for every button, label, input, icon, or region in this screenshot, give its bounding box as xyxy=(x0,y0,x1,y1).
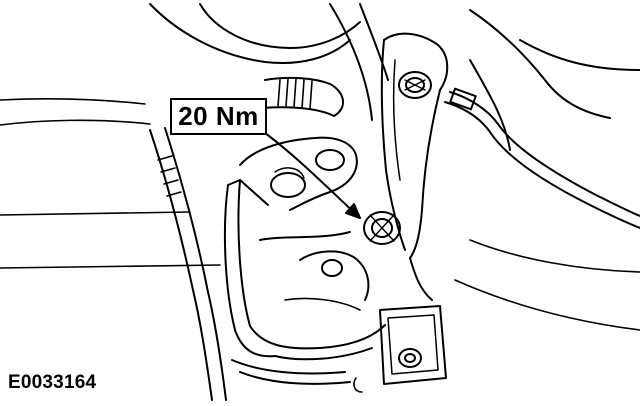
engine-background-outline xyxy=(149,3,640,151)
mount-body xyxy=(223,179,386,385)
upper-bolt xyxy=(398,71,432,99)
ground-cable xyxy=(444,87,640,229)
corrugated-hose xyxy=(261,76,344,117)
torque-bolt xyxy=(363,211,401,245)
figure-id: E0033164 xyxy=(8,372,97,393)
wiring-harness xyxy=(149,127,227,401)
leader-arrow xyxy=(257,127,361,219)
torque-callout: 20 Nm xyxy=(170,98,267,135)
background-horizontal-lines xyxy=(0,98,221,269)
lower-mount-block xyxy=(353,305,447,393)
strap-bracket xyxy=(380,32,449,301)
background-right-arcs xyxy=(454,239,640,331)
